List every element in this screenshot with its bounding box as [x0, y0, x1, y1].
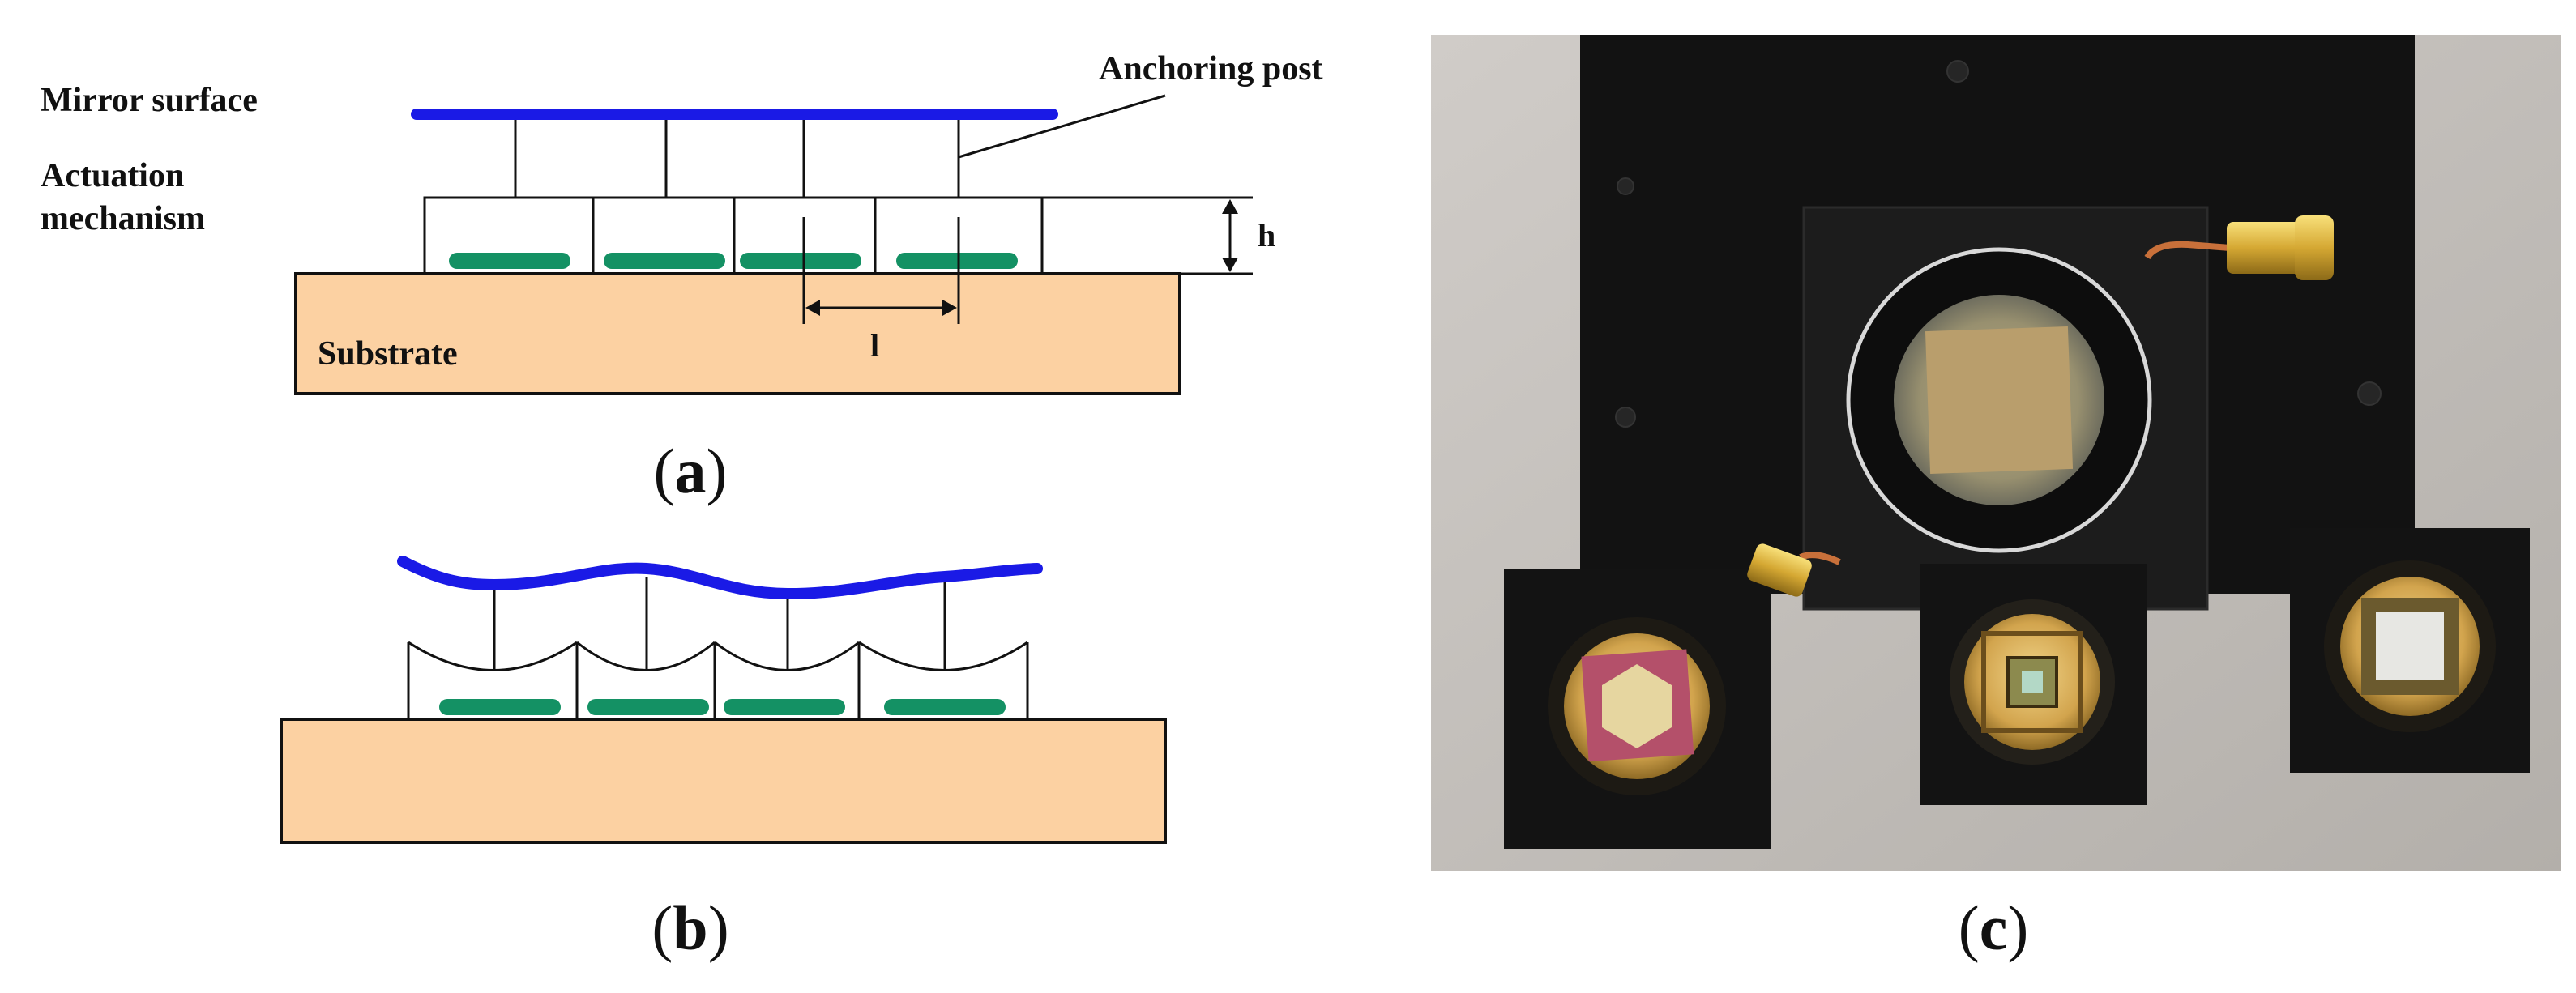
caption-b: (b) [651, 893, 728, 963]
brass-connector-top-nut [2295, 215, 2334, 280]
brass-connector-top [2227, 222, 2301, 274]
small-chip-middle-core [2022, 671, 2043, 693]
deflected-membranes [408, 641, 1028, 671]
caption-a: (a) [654, 436, 728, 506]
small-chip-middle-frame [1981, 631, 2083, 733]
large-mirror-chip [1925, 326, 2074, 475]
deformed-mirror-surface [397, 556, 1043, 599]
anchoring-posts [514, 116, 960, 198]
label-substrate: Substrate [318, 335, 458, 373]
label-mirror-surface: Mirror surface [41, 82, 258, 119]
l-dimension [802, 217, 960, 324]
hexagon-mirror-left [1602, 664, 1672, 748]
label-mechanism: mechanism [41, 200, 205, 237]
square-mirror-right [2376, 612, 2444, 680]
actuator-walls [407, 642, 1029, 719]
copper-wire-top [2144, 241, 2231, 260]
label-actuation: Actuation [41, 157, 184, 194]
substrate-block [294, 272, 1181, 395]
panel-b-schematic: (b) [280, 556, 1167, 963]
anchoring-posts-deformed [493, 577, 946, 671]
copper-wire-left [1799, 552, 1841, 565]
label-anchoring-post: Anchoring post [1099, 50, 1323, 87]
panel-c-photo: (c) [1431, 35, 2561, 963]
caption-c: (c) [1959, 893, 2029, 963]
panel-a-schematic: Mirror surface Actuation mechanism Ancho… [41, 50, 1323, 506]
brass-connector-left [1747, 543, 1812, 597]
h-dimension [1042, 196, 1253, 275]
substrate-block-deformed [280, 718, 1167, 844]
label-h: h [1258, 217, 1275, 254]
mount-screw-holes [1615, 60, 2382, 428]
label-l: l [870, 327, 879, 364]
anchoring-leader-line [958, 94, 1166, 159]
